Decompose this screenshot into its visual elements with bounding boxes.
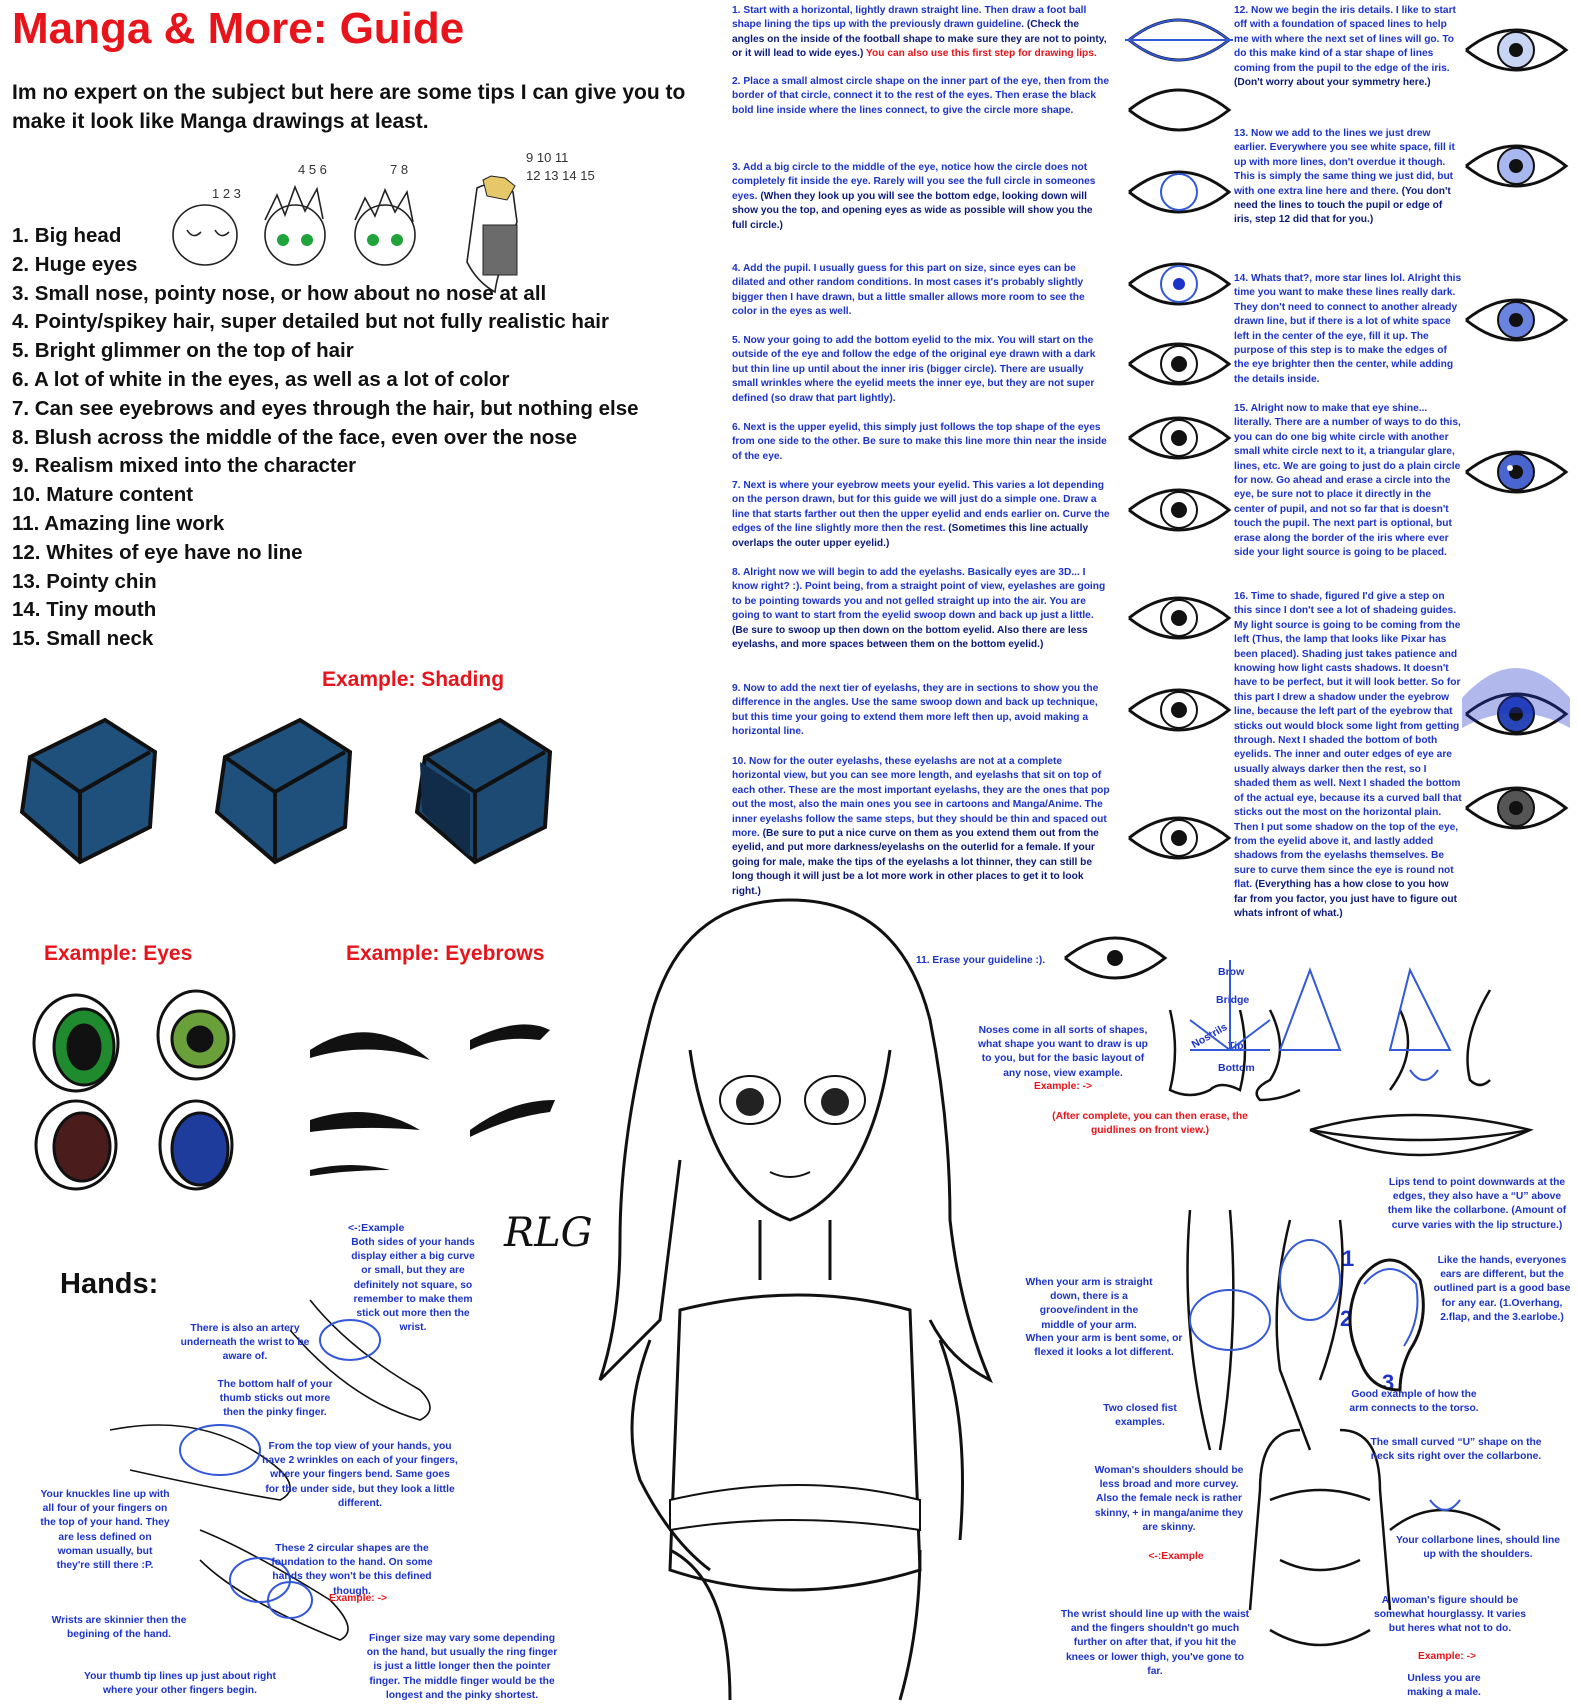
step-item: 9. Now to add the next tier of eyelashs,… bbox=[732, 683, 1099, 738]
nose-note: Noses come in all sorts of shapes, what … bbox=[978, 1025, 1148, 1079]
head-sketches-illustration bbox=[172, 175, 518, 294]
hands-artery-note: There is also an artery underneath the w… bbox=[180, 1323, 310, 1363]
step-item: 8. Alright now we will begin to add the … bbox=[732, 567, 1106, 651]
signature: RLG bbox=[504, 1210, 593, 1256]
steps-column-left: 1. Start with a horizontal, lightly draw… bbox=[732, 4, 1110, 899]
step-item: 16. Time to shade, figured I'd give a st… bbox=[1234, 591, 1462, 919]
tip-item: 7. Can see eyebrows and eyes through the… bbox=[12, 396, 639, 420]
hands-circles-note: These 2 circular shapes are the foundati… bbox=[271, 1543, 433, 1597]
hands-illustration bbox=[109, 1299, 431, 1641]
arm-bent-note: When your arm is bent some, or flexed it… bbox=[1025, 1333, 1183, 1359]
tip-item: 9. Realism mixed into the character bbox=[12, 454, 357, 478]
tip-item: 8. Blush across the middle of the face, … bbox=[12, 425, 578, 449]
hourglass-note: A woman's figure should be somewhat hour… bbox=[1373, 1595, 1527, 1635]
shoulders-example: <-:Example bbox=[1148, 1551, 1204, 1562]
step-item: 1. Start with a horizontal, lightly draw… bbox=[732, 5, 1107, 60]
page-title: Manga & More: Guide bbox=[12, 4, 465, 53]
tip-item: 15. Small neck bbox=[12, 627, 154, 651]
sketch-number: 12 13 14 15 bbox=[526, 168, 595, 183]
lips-illustration bbox=[1309, 1069, 1534, 1157]
torso-note: Good example of how the arm connects to … bbox=[1349, 1389, 1479, 1415]
example-eyebrows-heading: Example: Eyebrows bbox=[346, 942, 545, 965]
example-shading-heading: Example: Shading bbox=[322, 668, 505, 691]
nose-label-bridge: Bridge bbox=[1216, 994, 1250, 1006]
nose-after-note: (After complete, you can then erase, the… bbox=[1052, 1111, 1248, 1137]
shoulder-illustration bbox=[1389, 1499, 1501, 1532]
example-eyes-illustration bbox=[32, 989, 236, 1191]
hands-circles-example: Example: -> bbox=[328, 1593, 388, 1604]
tip-item: 1. Big head bbox=[12, 224, 122, 247]
lips-note: Lips tend to point downwards at the edge… bbox=[1387, 1177, 1567, 1231]
sketch-number: 9 10 11 bbox=[526, 150, 569, 165]
hands-thumb-half-note: The bottom half of your thumb sticks out… bbox=[217, 1379, 333, 1419]
tip-item: 4. Pointy/spikey hair, super detailed bu… bbox=[12, 310, 609, 334]
intro-text: Im no expert on the subject but here are… bbox=[12, 81, 686, 133]
hands-knuckles-note: Your knuckles line up with all four of y… bbox=[40, 1489, 170, 1572]
step-item: 6. Next is the upper eyelid, this simply… bbox=[732, 422, 1107, 462]
shading-cubes-illustration bbox=[19, 717, 553, 865]
nose-example: Example: -> bbox=[1033, 1081, 1093, 1092]
tip-item: 2. Huge eyes bbox=[12, 252, 138, 276]
sketch-number: 1 2 3 bbox=[212, 186, 241, 201]
male-note: Unless you are making a male. bbox=[1407, 1673, 1481, 1699]
step-item: 14. Whats that?, more star lines lol. Al… bbox=[1234, 273, 1462, 385]
body-figure-illustration bbox=[1248, 1428, 1392, 1647]
step-item: 7. Next is where your eyebrow meets your… bbox=[732, 480, 1110, 549]
ear-number: 1 bbox=[1342, 1246, 1355, 1271]
hands-example-label: <-:Example bbox=[348, 1222, 405, 1234]
eye-steps-illustration bbox=[1064, 18, 1233, 980]
neck-u-note: The small curved “U” shape on the neck s… bbox=[1370, 1437, 1542, 1463]
step-item: 5. Now your going to add the bottom eyel… bbox=[732, 335, 1096, 404]
iris-steps-illustration bbox=[1462, 28, 1570, 830]
ear-illustration bbox=[1348, 1258, 1425, 1392]
ears-note: Like the hands, everyones ears are diffe… bbox=[1433, 1255, 1571, 1323]
hands-wrinkles-note: From the top view of your hands, you hav… bbox=[262, 1441, 458, 1509]
fist-note: Two closed fist examples. bbox=[1103, 1403, 1177, 1429]
arms-illustration bbox=[1186, 1209, 1344, 1451]
tip-item: 5. Bright glimmer on the top of hair bbox=[12, 339, 354, 363]
tips-list: 1. Big head 2. Huge eyes 3. Small nose, … bbox=[12, 222, 639, 654]
step-item: 4. Add the pupil. I usually guess for th… bbox=[732, 263, 1085, 318]
arm-straight-note: When your arm is straight down, there is… bbox=[1025, 1277, 1153, 1331]
hourglass-example: Example: -> bbox=[1417, 1651, 1477, 1662]
tip-item: 13. Pointy chin bbox=[12, 569, 157, 593]
wrist-waist-note: The wrist should line up with the waist … bbox=[1060, 1609, 1250, 1677]
sketch-number: 7 8 bbox=[390, 162, 409, 177]
sketch-number: 4 5 6 bbox=[298, 162, 327, 177]
step-item: 2. Place a small almost circle shape on … bbox=[732, 76, 1110, 116]
nose-label-brow: Brow bbox=[1218, 966, 1245, 978]
hands-sides-note: Both sides of your hands display either … bbox=[351, 1237, 475, 1334]
nose-label-bottom: Bottom bbox=[1218, 1062, 1255, 1074]
collarbone-note: Your collarbone lines, should line up wi… bbox=[1395, 1535, 1560, 1561]
step-item: 10. Now for the outer eyelashs, these ey… bbox=[732, 756, 1110, 897]
tip-item: 11. Amazing line work bbox=[12, 511, 225, 535]
hands-thumb-tip-note: Your thumb tip lines up just about right… bbox=[83, 1671, 276, 1697]
step-item: 13. Now we add to the lines we just drew… bbox=[1234, 128, 1455, 226]
shoulders-note: Woman's shoulders should be less broad a… bbox=[1094, 1465, 1244, 1533]
step-item: 15. Alright now to make that eye shine..… bbox=[1234, 403, 1461, 559]
tip-item: 12. Whites of eye have no line bbox=[12, 540, 303, 564]
example-eyebrows-illustration bbox=[310, 1024, 555, 1176]
hands-finger-size-note: Finger size may vary some depending on t… bbox=[366, 1633, 558, 1701]
tip-item: 14. Tiny mouth bbox=[12, 598, 157, 622]
manga-girl-illustration bbox=[598, 898, 993, 1701]
hands-heading: Hands: bbox=[60, 1268, 159, 1300]
tip-item: 6. A lot of white in the eyes, as well a… bbox=[12, 367, 510, 391]
tip-item: 10. Mature content bbox=[12, 483, 194, 507]
example-eyes-heading: Example: Eyes bbox=[44, 942, 193, 965]
step-item: 3. Add a big circle to the middle of the… bbox=[732, 162, 1096, 231]
nose-illustration bbox=[1168, 960, 1492, 1102]
step-item: 11. Erase your guideline :). bbox=[916, 955, 1046, 966]
tip-item: 3. Small nose, pointy nose, or how about… bbox=[12, 281, 547, 305]
step-item: 12. Now we begin the iris details. I lik… bbox=[1234, 5, 1456, 89]
hands-wrists-note: Wrists are skinnier then the begining of… bbox=[51, 1615, 187, 1641]
steps-column-right: 12. Now we begin the iris details. I lik… bbox=[1234, 4, 1462, 921]
